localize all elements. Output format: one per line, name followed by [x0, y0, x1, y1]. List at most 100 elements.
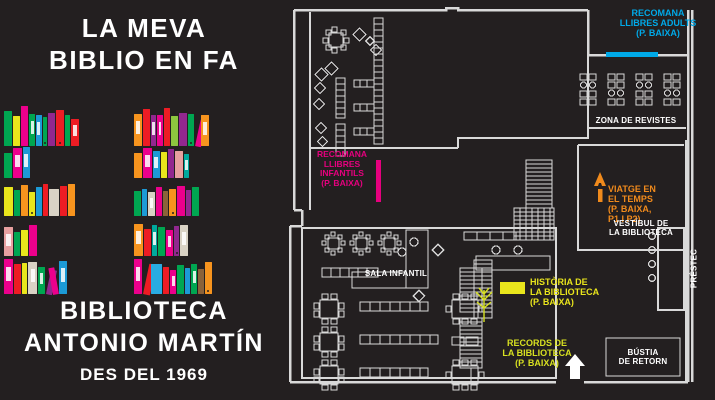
book-band	[149, 197, 154, 208]
bookshelf-row-left-2	[4, 162, 154, 216]
book	[184, 267, 191, 294]
book-dot	[58, 142, 61, 144]
book	[4, 187, 13, 216]
book	[29, 225, 38, 256]
letter-a-icon	[594, 172, 606, 202]
book	[191, 264, 197, 294]
book	[42, 117, 48, 146]
label-recomana-llibres-adults: RECOMANA LLIBRES ADULTS (P. BAIXA)	[619, 8, 697, 39]
book	[170, 270, 177, 294]
book	[4, 111, 12, 146]
book	[134, 259, 142, 294]
label-recomana-llibres-infantils: RECOMANA LLIBRES INFANTILS (P. BAIXA)	[316, 149, 368, 188]
book	[20, 106, 29, 146]
library-name-line-1: BIBLIOTECA	[60, 297, 228, 325]
book	[180, 225, 189, 256]
label-records-de-la-biblioteca: RECORDS DE LA BIBLIOTECA (P. BAIXA)	[502, 338, 572, 369]
book	[13, 189, 20, 216]
book	[150, 264, 162, 294]
book	[29, 113, 35, 146]
book-band	[151, 121, 155, 135]
poster-title-line-2: BIBLIO EN FA	[49, 45, 239, 75]
book-band	[30, 268, 35, 283]
book	[156, 187, 162, 216]
book-band	[167, 235, 172, 247]
book-band	[15, 154, 20, 168]
book-band	[192, 270, 196, 284]
book-dot	[31, 212, 34, 214]
bookshelf-row-right-4	[134, 236, 284, 296]
book	[64, 115, 71, 146]
bookshelf-illustration	[0, 80, 288, 296]
book	[192, 187, 200, 216]
book	[197, 269, 204, 294]
label-viatge-en-el-temps: VIATGE EN EL TEMPS (P. BAIXA, P1 I P2)	[608, 184, 656, 225]
book	[134, 223, 143, 256]
book-band	[158, 121, 162, 135]
bookshelf-row-right-3	[134, 202, 284, 256]
book-band	[61, 267, 65, 282]
book	[4, 259, 13, 294]
book-band	[135, 120, 140, 135]
book-band	[39, 272, 44, 285]
label-bustia-de-retorn: BÚSTIA DE RETORN	[618, 348, 668, 366]
book-band	[203, 121, 208, 135]
book	[4, 153, 12, 178]
book	[173, 226, 180, 256]
label-prestec: PRÉSTEC	[689, 248, 699, 289]
book	[142, 148, 152, 178]
book	[204, 261, 213, 294]
book	[141, 188, 148, 216]
bookshelf-row-right-0	[134, 80, 284, 148]
bookshelf-row-right-2	[134, 162, 284, 216]
book-band	[185, 159, 188, 170]
book	[179, 112, 187, 146]
book	[158, 227, 165, 256]
book-band	[154, 156, 158, 169]
tree-icon	[475, 287, 493, 322]
book	[21, 263, 28, 294]
book	[48, 112, 55, 146]
historia-swatch	[500, 282, 525, 294]
book	[12, 116, 20, 146]
book	[176, 186, 185, 216]
book-band	[135, 266, 140, 282]
book	[151, 225, 158, 256]
book-band	[24, 153, 28, 167]
book-dot	[171, 212, 174, 214]
book	[42, 183, 49, 216]
book-band	[145, 154, 150, 168]
poster-left-panel: LA MEVA BIBLIO EN FA BIBLIOTECA ANTONIO …	[0, 0, 288, 400]
book-band	[6, 266, 11, 282]
book	[165, 229, 173, 256]
recomana-adults-swatch	[606, 52, 658, 57]
poster-title-line-1: LA MEVA	[81, 13, 207, 43]
book	[134, 153, 142, 178]
bookshelf-row-left-0	[4, 80, 154, 146]
book	[60, 186, 67, 216]
bookshelf-row-right-1	[134, 126, 284, 178]
book	[157, 115, 163, 146]
book	[38, 266, 45, 294]
book-dot	[175, 252, 178, 254]
book	[71, 118, 79, 146]
book	[162, 266, 170, 294]
book	[168, 149, 174, 178]
bookshelf-row-left-4	[4, 236, 154, 296]
book-band	[136, 230, 141, 245]
book	[12, 148, 22, 178]
label-sala-infantil: SALA INFANTIL	[364, 269, 428, 278]
book-band	[171, 275, 175, 286]
book-band	[37, 121, 41, 135]
book	[49, 188, 60, 216]
book	[134, 191, 141, 216]
bookshelf-row-left-1	[4, 126, 154, 178]
label-vestibul-de-la-biblioteca: VESTÍBUL DE LA BIBLIOTECA	[608, 219, 674, 237]
book	[171, 116, 179, 146]
book	[152, 150, 160, 178]
book	[59, 260, 67, 294]
book	[55, 110, 64, 146]
book-band	[30, 120, 34, 135]
label-zona-de-revistes: ZONA DE REVISTES	[595, 116, 677, 125]
